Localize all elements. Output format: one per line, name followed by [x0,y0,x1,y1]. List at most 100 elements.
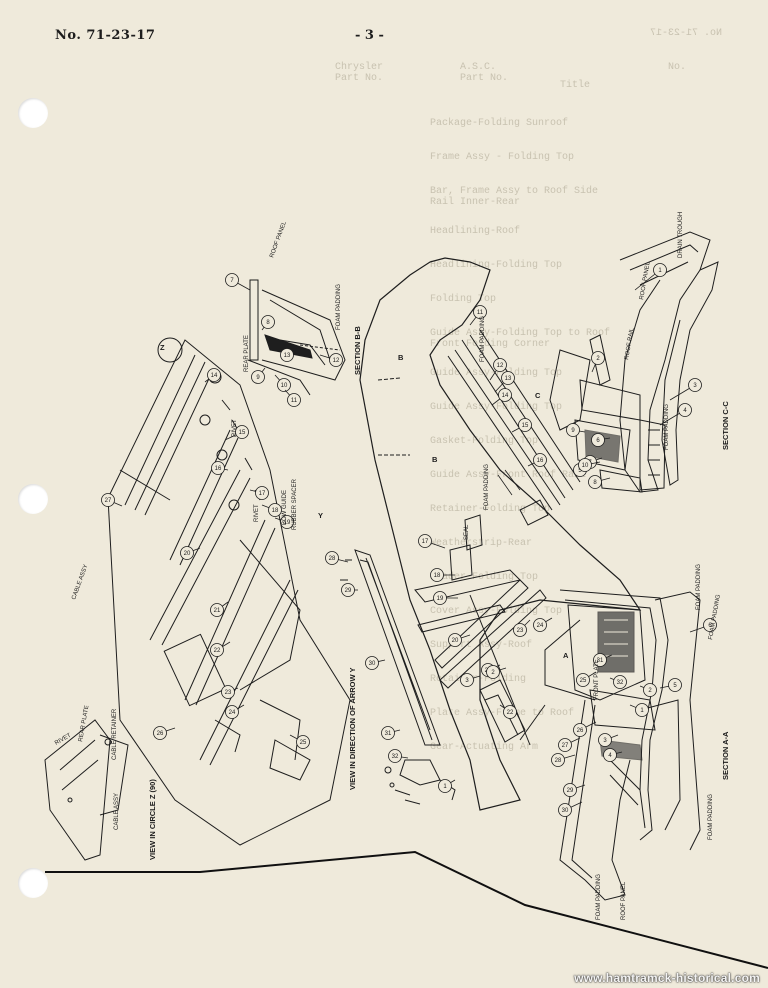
label-section-aa: SECTION A-A [721,731,730,780]
callout-number: 1 [443,784,447,790]
callout-circle [280,515,294,529]
callout-circle [388,749,402,763]
label-view-arrow-y: VIEW IN DIRECTION OF ARROW Y [348,667,357,790]
callout-number: 7 [230,278,234,284]
bleed-row: Weatherstrip-Rear [430,538,533,549]
label-foam-padding-cc: FOAM PADDING [664,404,670,450]
callout-number: 2 [596,356,600,362]
label-rivet-2: RIVET [254,504,260,522]
callout-number: 28 [329,556,336,562]
binder-hole-middle [18,484,48,514]
callout-number: 17 [422,539,429,545]
label-letter-y: Y [318,511,323,520]
label-roof-panel-bottom: ROOF PANEL [621,881,627,920]
callout-circle [268,503,282,517]
callout-layer: 1234567891011121314151617181920212223242… [101,263,717,817]
bleed-col-asc: A.S.C. Part No. [460,62,509,84]
document-number: No. 71-23-17 [55,28,156,43]
callout-number: 20 [184,551,191,557]
callout-circle [558,803,572,817]
label-drain-trough: DRAIN TROUGH [678,212,684,258]
label-section-bb: SECTION B-B [353,326,362,375]
callout-number: 16 [215,466,222,472]
callout-circle [533,453,547,467]
callout-circle [207,368,221,382]
section-b-b-detail [247,279,346,396]
callout-number: 1 [640,708,644,714]
callout-circle [558,738,572,752]
callout-circle [503,705,517,719]
callout-circle [498,388,512,402]
callout-number: 8 [266,320,270,326]
callout-circle [576,673,590,687]
callout-number: 22 [507,710,514,716]
callout-circle [493,358,507,372]
callout-circle [365,656,379,670]
callout-number: 1 [658,268,662,274]
callout-circle [566,423,580,437]
binder-hole-bottom [18,868,48,898]
bleed-row: Guide Assy-Folding Top [430,368,563,379]
callout-circle [325,551,339,565]
label-foam-padding-top-centre: FOAM PADDING [480,316,486,362]
callout-circle [261,315,275,329]
callout-circle [221,685,235,699]
bleed-row: Folding Top [430,294,497,305]
callout-number: 12 [497,363,504,369]
view-circle-z-assembly [107,337,351,846]
callout-number: 20 [452,638,459,644]
bleed-row: Headlining-Folding Top [430,260,563,271]
rear-plate-detail [44,719,129,861]
callout-number: 9 [256,375,260,381]
callout-number: 10 [281,383,288,389]
callout-number: 19 [437,596,444,602]
label-rubber-spacer: RUBBER SPACER [292,478,298,530]
callout-circle [418,534,432,548]
label-cable-retainer: CABLE RETAINER [112,708,118,760]
callout-circle [255,486,269,500]
callout-circle [211,461,225,475]
callout-circle [603,748,617,762]
label-foam-padding-aa-top: FOAM PADDING [696,564,702,610]
callout-number: 32 [392,754,399,760]
label-letter-z: Z [160,343,165,352]
bleed-row: Retainer-Folding [430,674,527,685]
label-section-cc: SECTION C-C [721,401,730,450]
callout-number: 13 [505,376,512,382]
callout-circle [563,783,577,797]
callout-number: 26 [157,731,164,737]
bleed-row: Gasket-Folding Top [430,436,539,447]
callout-circle [533,618,547,632]
callout-number: 18 [434,573,441,579]
callout-number: 10 [582,463,589,469]
callout-circle [598,733,612,747]
bleed-row: Package-Folding Sunroof [430,118,569,129]
bleed-col-title: Title [560,80,591,91]
bleed-row: Guide Assy-Folding Top to Roof Front Fol… [430,328,611,350]
callout-circle [591,351,605,365]
callout-circle [578,458,592,472]
callout-number: 16 [537,458,544,464]
callout-number: 19 [284,520,291,526]
label-foam-padding-bottom: FOAM PADDING [596,874,602,920]
callout-number: 4 [683,408,687,414]
callout-circle [381,726,395,740]
callout-number: 2 [491,670,495,676]
callout-number: 3 [693,383,697,389]
callout-circle [703,618,717,632]
callout-circle [668,678,682,692]
callout-number: 29 [567,788,574,794]
binder-hole-top [18,98,48,128]
callout-circle [688,378,702,392]
callout-number: 27 [105,498,112,504]
callout-circle [473,305,487,319]
bleed-col-no: No. [668,62,687,73]
callout-circle [635,703,649,717]
label-foam-padding-centre: FOAM PADDING [484,464,490,510]
loose-parts-bottom [384,759,456,805]
callout-circle [573,723,587,737]
callout-number: 28 [555,758,562,764]
callout-number: 11 [477,310,484,316]
